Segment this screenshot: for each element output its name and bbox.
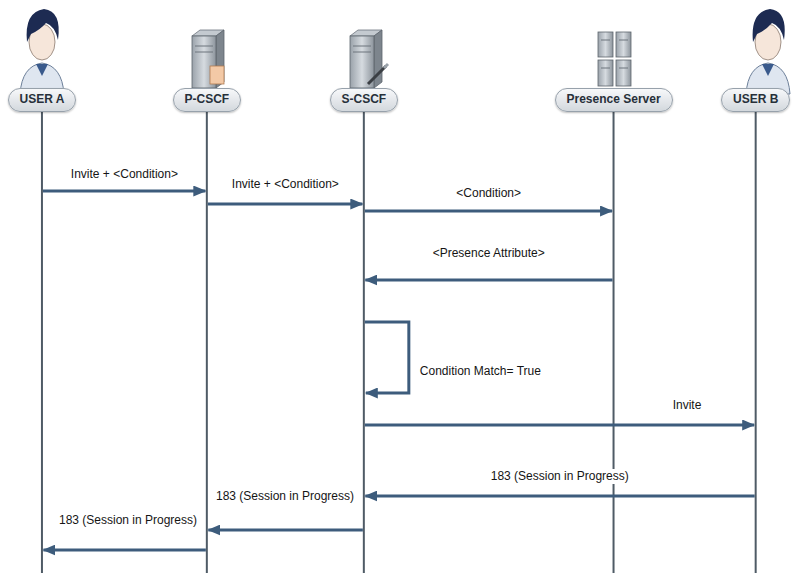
message-label: 183 (Session in Progress) — [489, 469, 631, 484]
message-arrow — [43, 190, 205, 193]
lifeline — [41, 112, 43, 573]
message-arrow — [365, 424, 754, 427]
message-arrow — [43, 549, 205, 552]
person-icon — [20, 9, 64, 94]
participant-name: USER B — [722, 89, 789, 110]
lifeline — [363, 112, 365, 573]
message-label: <Condition> — [454, 186, 523, 201]
participant-name: Presence Server — [556, 89, 672, 110]
message-arrow — [365, 495, 754, 498]
participant-box: USER A — [8, 88, 77, 112]
participant-box: S-CSCF — [330, 88, 399, 112]
lifeline — [206, 112, 208, 573]
message-arrow — [208, 203, 363, 206]
participant-name: USER A — [9, 89, 76, 110]
message-label: Condition Match= True — [418, 364, 543, 379]
message-arrow — [365, 279, 612, 282]
server-icon — [192, 30, 224, 88]
message-arrow — [365, 322, 409, 393]
participant-name: S-CSCF — [331, 89, 398, 110]
message-arrow — [365, 210, 612, 213]
participant-box: Presence Server — [555, 88, 673, 112]
message-label: <Presence Attribute> — [431, 246, 547, 261]
server-icon — [350, 30, 388, 88]
message-label: 183 (Session in Progress) — [57, 513, 199, 528]
message-arrow — [208, 529, 363, 532]
message-label: 183 (Session in Progress) — [214, 489, 356, 504]
message-label: Invite + <Condition> — [230, 177, 341, 192]
message-label: Invite — [671, 398, 704, 413]
lifeline — [613, 112, 615, 573]
participant-box: P-CSCF — [173, 88, 242, 112]
person-icon — [746, 9, 790, 94]
server-rack-icon — [598, 32, 631, 86]
lifeline — [755, 112, 757, 573]
participant-name: P-CSCF — [174, 89, 241, 110]
participant-box: USER B — [721, 88, 790, 112]
message-label: Invite + <Condition> — [69, 167, 180, 182]
